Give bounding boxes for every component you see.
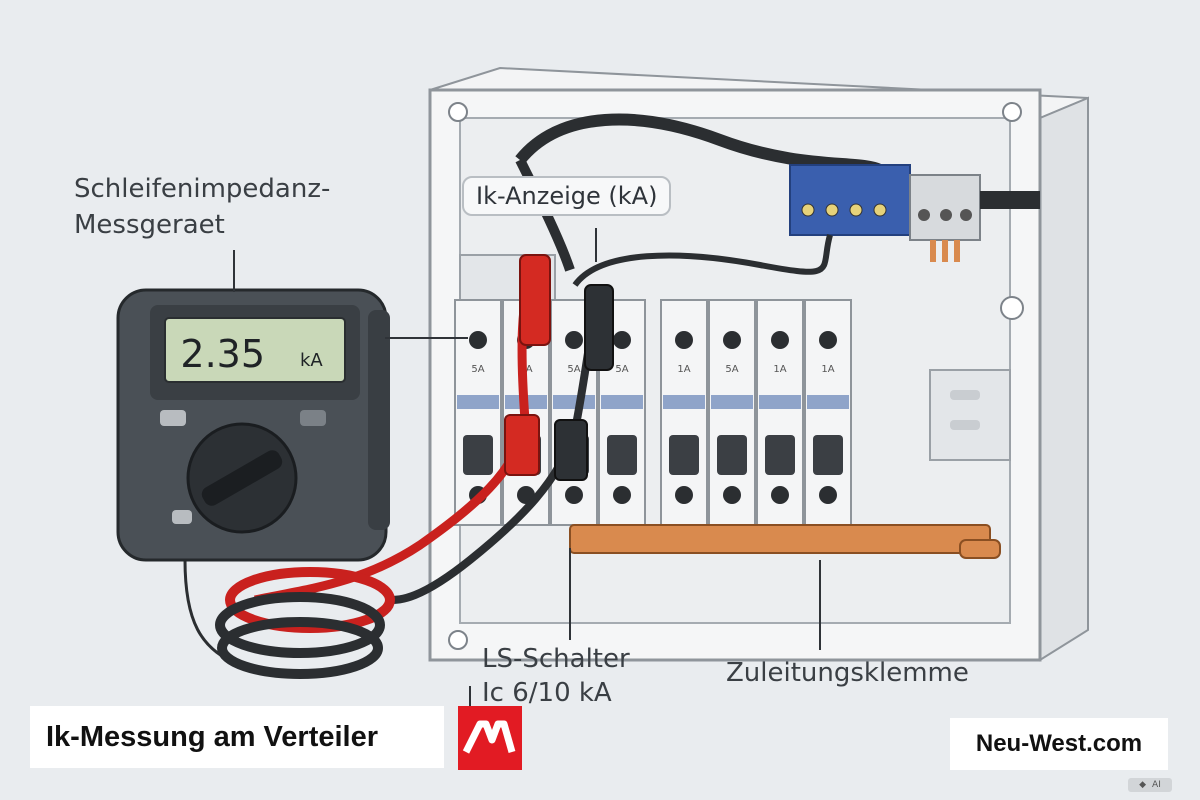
aw-logo-icon [462, 720, 516, 754]
ai-badge: ◆ AI [1128, 778, 1172, 792]
meter-reading: 2.35 [180, 332, 265, 376]
breaker-rating: 1A [821, 364, 834, 375]
breaker-label-line2: Ic 6/10 kA [482, 678, 612, 708]
breaker-module: 5A [708, 299, 756, 526]
breaker-lever[interactable] [813, 435, 843, 475]
meter-label-line2: Messgeraet [74, 210, 225, 240]
website-text[interactable]: Neu-West.com [975, 730, 1143, 757]
breaker-lever[interactable] [607, 435, 637, 475]
meter-button-right[interactable] [300, 410, 326, 426]
din-rail [459, 254, 1011, 461]
terminal-block [789, 164, 1040, 262]
display-label-callout: Ik-Anzeige (kA) [462, 176, 672, 216]
meter-button-bottom[interactable] [172, 510, 192, 524]
caption-box: Ik-Messung am Verteiler [30, 706, 444, 768]
coiled-lead [183, 559, 395, 679]
sparkle-icon: ◆ [1139, 780, 1147, 790]
busbar [569, 524, 1001, 559]
breaker-module: 1A [660, 299, 708, 526]
lcd-display [164, 317, 346, 383]
black-probe [584, 284, 614, 371]
breaker-label-line1: LS-Schalter [482, 644, 630, 674]
breaker-rating: 5A [615, 364, 628, 375]
breaker-module: 1A [804, 299, 852, 526]
busbar-label: Zuleitungsklemme [726, 658, 969, 688]
breaker-lever[interactable] [669, 435, 699, 475]
breaker-rating: 5A [471, 364, 484, 375]
leader-lines [233, 228, 821, 706]
breaker-lever[interactable] [765, 435, 795, 475]
breaker-module: 5A [454, 299, 502, 526]
meter-label-line1: Schleifenimpedanz- [74, 174, 331, 204]
website-box: Neu-West.com [950, 718, 1168, 770]
meter-unit: kA [300, 350, 323, 371]
breaker-rating: 5A [567, 364, 580, 375]
meter-button-left[interactable] [160, 410, 186, 426]
breaker-lever[interactable] [463, 435, 493, 475]
red-probe [519, 254, 551, 346]
breaker-rating: 5A [725, 364, 738, 375]
loop-impedance-meter: 2.35 kA [116, 288, 390, 562]
breaker-rating: 1A [773, 364, 786, 375]
breaker-rating: 1A [677, 364, 690, 375]
breaker-module: 1A [756, 299, 804, 526]
ai-badge-text: AI [1152, 780, 1161, 790]
breaker-lever[interactable] [717, 435, 747, 475]
brand-logo [458, 706, 522, 770]
caption-title: Ik-Messung am Verteiler [46, 720, 379, 753]
